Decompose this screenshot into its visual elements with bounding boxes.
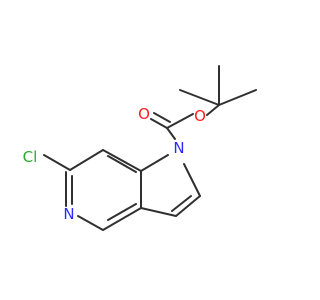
bond-tbu-c3 <box>179 89 220 106</box>
chlorine-label: Cl <box>23 148 38 166</box>
bond-c7a-c4 <box>102 207 142 231</box>
bond-tbu-c1 <box>218 89 257 106</box>
bond-c6-cl <box>43 154 71 171</box>
carbonyl-oxygen-label: O <box>138 105 150 123</box>
ester-oxygen-label: O <box>194 107 206 125</box>
bond-ester-o-tbu <box>206 104 220 116</box>
bond-c4-n <box>77 215 104 231</box>
bond-c2-c3-double <box>171 195 192 212</box>
bond-c3-c3a <box>140 207 177 217</box>
bond-c7-double <box>107 155 137 173</box>
pyrrole-nitrogen-label: N <box>173 139 184 157</box>
bond-c7-n1 <box>140 154 169 172</box>
bond-carbonyl-o-double <box>153 112 171 123</box>
bond-ring-c7 <box>102 149 142 172</box>
bond-c4-double <box>107 203 137 221</box>
bond-carbonyl-ester-o <box>166 113 194 129</box>
bond-n1-carbonyl <box>166 127 176 140</box>
atom-labels: Cl N N O O <box>23 105 206 223</box>
bond-c2-c3 <box>175 195 201 217</box>
bond-c6-ring <box>69 149 104 171</box>
bond-carbonyl-o <box>150 118 168 129</box>
pyridine-nitrogen-label: N <box>63 205 74 223</box>
bond-n1-c2 <box>183 163 201 197</box>
molecule-structure: Cl N N O O <box>23 65 257 231</box>
bond-lines <box>43 65 257 231</box>
